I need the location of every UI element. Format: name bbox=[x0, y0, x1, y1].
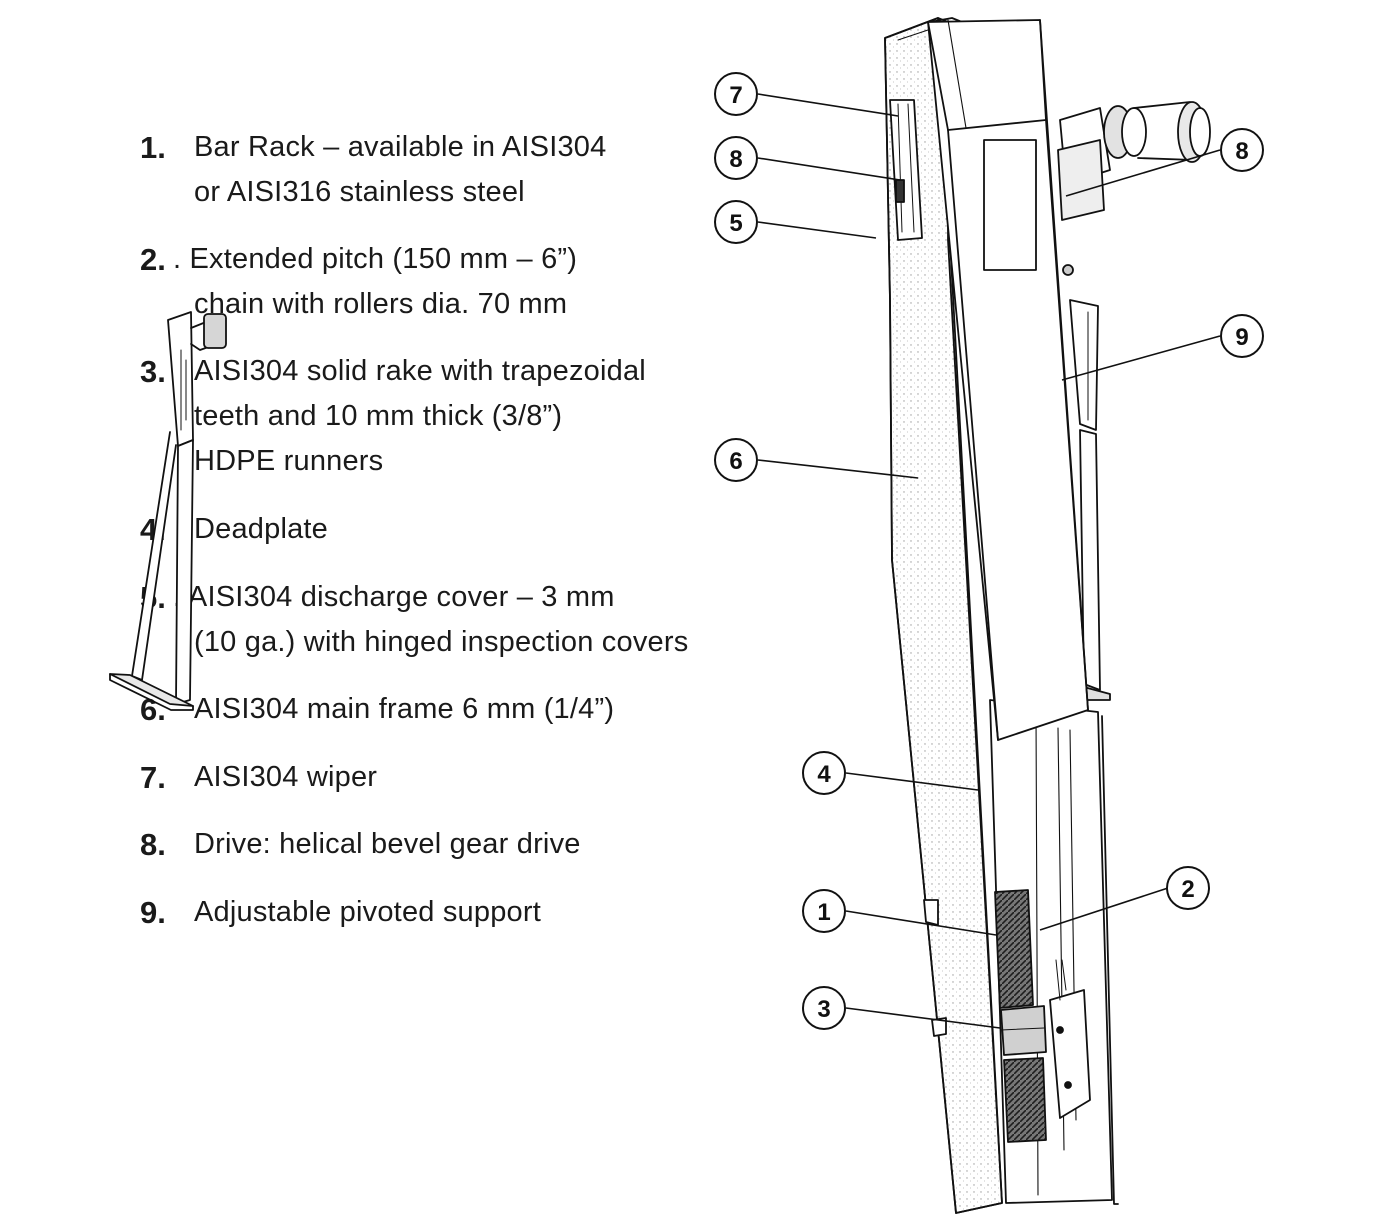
callout-5: 5 bbox=[714, 200, 758, 244]
part-line: . Extended pitch (150 mm – 6”) bbox=[173, 243, 578, 275]
callout-2: 2 bbox=[1166, 866, 1210, 910]
bar-rack bbox=[994, 889, 1047, 1143]
frame-bracket bbox=[931, 1017, 947, 1037]
part-line: HDPE runners bbox=[194, 445, 384, 477]
svg-text:6: 6 bbox=[729, 448, 742, 475]
callout-4: 4 bbox=[802, 751, 846, 795]
part-number: 7. bbox=[140, 760, 166, 795]
svg-text:4: 4 bbox=[817, 761, 831, 788]
part-description: Bar Rack – available in AISI304 or AISI3… bbox=[194, 125, 606, 215]
part-number: 9. bbox=[140, 895, 166, 930]
callout-6: 6 bbox=[714, 438, 758, 482]
part-description: AISI304 main frame 6 mm (1/4”) bbox=[194, 687, 614, 732]
part-line: AISI304 main frame 6 mm (1/4”) bbox=[194, 693, 615, 725]
part-line: AISI304 wiper bbox=[194, 761, 378, 793]
frame-bracket bbox=[923, 899, 939, 926]
svg-text:7: 7 bbox=[729, 82, 742, 109]
part-description: AISI304 solid rake with trapezoidal teet… bbox=[194, 349, 646, 484]
part-number: 2. bbox=[140, 242, 166, 277]
part-description: AISI304 wiper bbox=[194, 755, 377, 800]
wiper bbox=[889, 99, 923, 241]
callout-3: 3 bbox=[802, 986, 846, 1030]
part-line: (10 ga.) with hinged inspection covers bbox=[194, 626, 689, 658]
svg-text:1: 1 bbox=[817, 899, 830, 926]
part-line: . AISI304 discharge cover – 3 mm bbox=[173, 581, 615, 613]
callout-1: 1 bbox=[802, 889, 846, 933]
part-line: Deadplate bbox=[194, 513, 329, 545]
solid-rake bbox=[1000, 959, 1091, 1119]
part-line: Bar Rack – available in AISI304 bbox=[194, 131, 607, 163]
svg-text:5: 5 bbox=[729, 210, 742, 237]
part-number: 1. bbox=[140, 130, 166, 165]
part-line: chain with rollers dia. 70 mm bbox=[194, 288, 568, 320]
left-pivoted-support bbox=[109, 311, 227, 711]
part-description: Drive: helical bevel gear drive bbox=[194, 822, 581, 867]
part-line: Drive: helical bevel gear drive bbox=[194, 828, 581, 860]
svg-text:8: 8 bbox=[1235, 138, 1248, 165]
discharge-cover bbox=[927, 19, 1089, 741]
part-number: 3. bbox=[140, 354, 166, 389]
part-description: . Extended pitch (150 mm – 6”) chain wit… bbox=[173, 237, 577, 327]
callout-8-drive: 8 bbox=[1220, 128, 1264, 172]
part-line: or AISI316 stainless steel bbox=[194, 176, 525, 208]
part-description: Adjustable pivoted support bbox=[194, 890, 541, 935]
svg-text:9: 9 bbox=[1235, 324, 1248, 351]
part-description: . AISI304 discharge cover – 3 mm (10 ga.… bbox=[173, 575, 688, 665]
drive-motor bbox=[1057, 101, 1211, 276]
part-number: 8. bbox=[140, 827, 166, 862]
callouts: 7 8 5 8 9 6 4 1 bbox=[714, 72, 1264, 1030]
svg-text:2: 2 bbox=[1181, 876, 1194, 903]
right-pivoted-support bbox=[1069, 299, 1111, 701]
part-description: Deadplate bbox=[194, 507, 328, 552]
callout-8-wiper: 8 bbox=[714, 136, 758, 180]
callout-9: 9 bbox=[1220, 314, 1264, 358]
part-line: AISI304 solid rake with trapezoidal bbox=[194, 355, 646, 387]
svg-text:8: 8 bbox=[729, 146, 742, 173]
part-line: teeth and 10 mm thick (3/8”) bbox=[194, 400, 563, 432]
part-line: Adjustable pivoted support bbox=[194, 896, 541, 928]
callout-leaders bbox=[757, 93, 1221, 1029]
main-frame bbox=[884, 17, 1003, 1214]
callout-7: 7 bbox=[714, 72, 758, 116]
svg-text:3: 3 bbox=[817, 996, 830, 1023]
parts-list: 1. Bar Rack – available in AISI304 or AI… bbox=[140, 125, 688, 935]
